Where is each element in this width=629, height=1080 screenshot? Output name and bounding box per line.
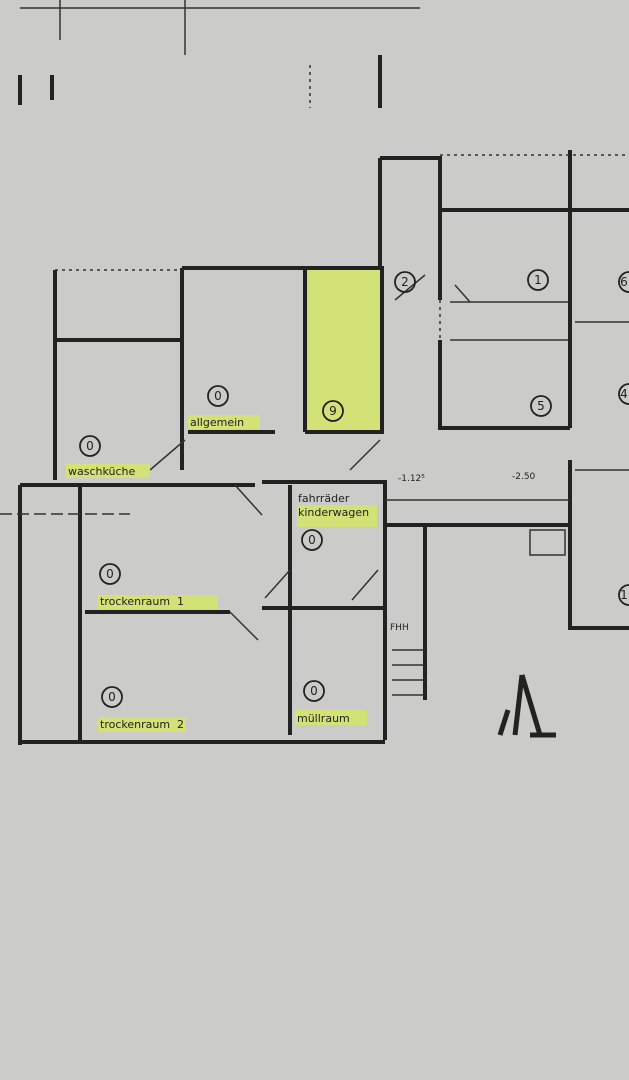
label-allgemein: allgemein	[190, 416, 244, 429]
north-arrow-icon	[497, 674, 556, 738]
level-annotations: -1.12⁵ -2.50 FHH	[390, 472, 536, 633]
label-kinderwagen: kinderwagen	[298, 506, 369, 519]
room-9-highlight	[308, 270, 382, 432]
svg-text:2: 2	[401, 275, 409, 289]
label-waschkueche: waschküche	[68, 465, 136, 478]
top-dimension-lines	[18, 0, 420, 108]
svg-text:-2.50: -2.50	[512, 472, 536, 482]
label-muellraum: müllraum	[297, 712, 350, 725]
svg-text:5: 5	[537, 399, 545, 413]
svg-text:0: 0	[108, 690, 116, 704]
walls	[0, 150, 629, 745]
svg-text:0: 0	[106, 567, 114, 581]
svg-text:FHH: FHH	[390, 623, 409, 633]
label-trockenraum-1: trockenraum 1	[100, 595, 184, 608]
svg-text:1: 1	[534, 273, 542, 287]
svg-text:6: 6	[620, 275, 628, 289]
svg-text:9: 9	[329, 404, 337, 418]
label-trockenraum-2: trockenraum 2	[100, 718, 184, 731]
svg-text:0: 0	[308, 533, 316, 547]
svg-text:-1.12⁵: -1.12⁵	[398, 474, 425, 484]
label-fahrraeder: fahrräder	[298, 492, 350, 505]
svg-text:1: 1	[620, 588, 628, 602]
room-number-markers: 0 0 9 0 0 0 0 2 1 5 6 4 1	[79, 269, 629, 708]
svg-text:0: 0	[310, 684, 318, 698]
svg-text:0: 0	[214, 389, 222, 403]
room-labels: waschküche allgemein fahrräder kinderwag…	[66, 415, 377, 732]
svg-text:0: 0	[86, 439, 94, 453]
svg-text:4: 4	[620, 387, 628, 401]
